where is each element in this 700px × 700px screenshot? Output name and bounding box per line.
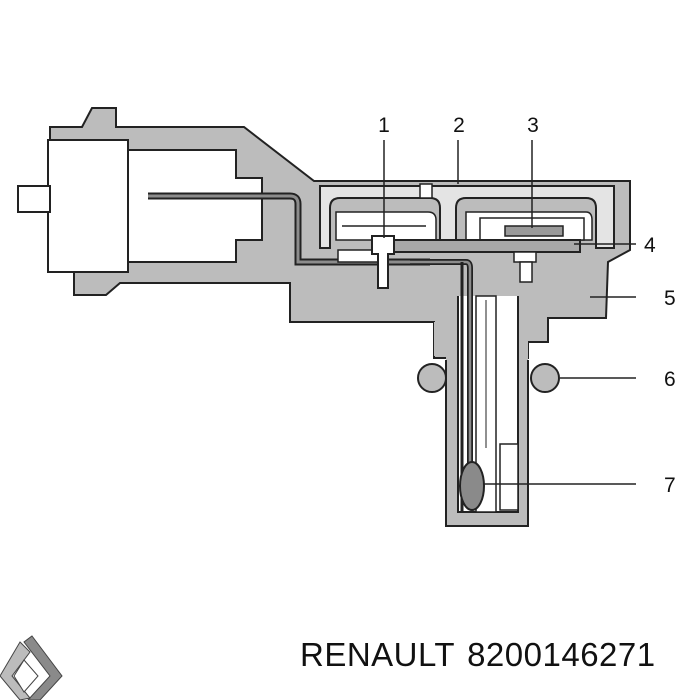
brand-name: RENAULT [300,636,456,673]
callout-1: 1 [378,114,390,137]
o-rings [417,363,560,393]
inner-chamber-left [335,211,437,241]
sensor-stud [513,251,537,283]
temperature-sensor-bead [459,461,485,511]
leader-lines [383,140,636,485]
inner-chamber-right [465,211,593,241]
callout-7: 7 [664,474,676,497]
renault-logo-icon [0,635,63,700]
callout-labels: 1 2 3 4 5 6 7 [378,114,676,497]
callout-5: 5 [664,287,676,310]
part-number: 8200146271 [467,636,656,673]
footer-part-label: RENAULT 8200146271 [300,636,668,674]
callout-3: 3 [527,114,539,137]
callout-2: 2 [453,114,465,137]
callout-6: 6 [664,368,676,391]
fastener-screw [371,235,395,289]
connector-pin-wire [148,192,430,266]
callout-4: 4 [644,234,656,257]
circuit-board [337,239,581,263]
